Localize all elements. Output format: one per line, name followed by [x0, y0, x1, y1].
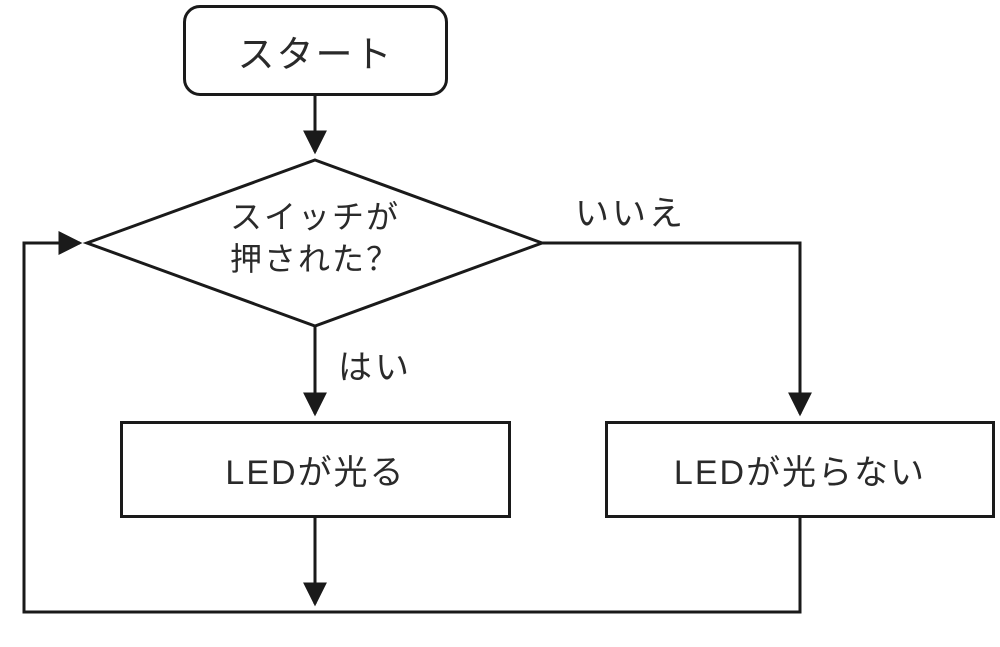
decision-node-label: スイッチが 押された？	[230, 196, 400, 280]
decision-label-line1: スイッチが	[229, 199, 401, 235]
edge-merge-loop-to-decision	[22, 231, 802, 614]
led-off-node-label: LEDが光らない	[673, 454, 927, 492]
start-node-label: スタート	[237, 33, 394, 75]
edge-label-yes: はい	[338, 349, 412, 387]
decision-label-line2: 押された？	[229, 241, 401, 277]
led-off-node: LEDが光らない	[605, 421, 995, 518]
start-node: スタート	[183, 5, 448, 96]
edge-decision-to-led-off	[542, 241, 812, 417]
edge-label-no: いいえ	[575, 195, 686, 233]
led-on-node-label: LEDが光る	[225, 454, 406, 492]
led-on-node: LEDが光る	[120, 421, 511, 518]
